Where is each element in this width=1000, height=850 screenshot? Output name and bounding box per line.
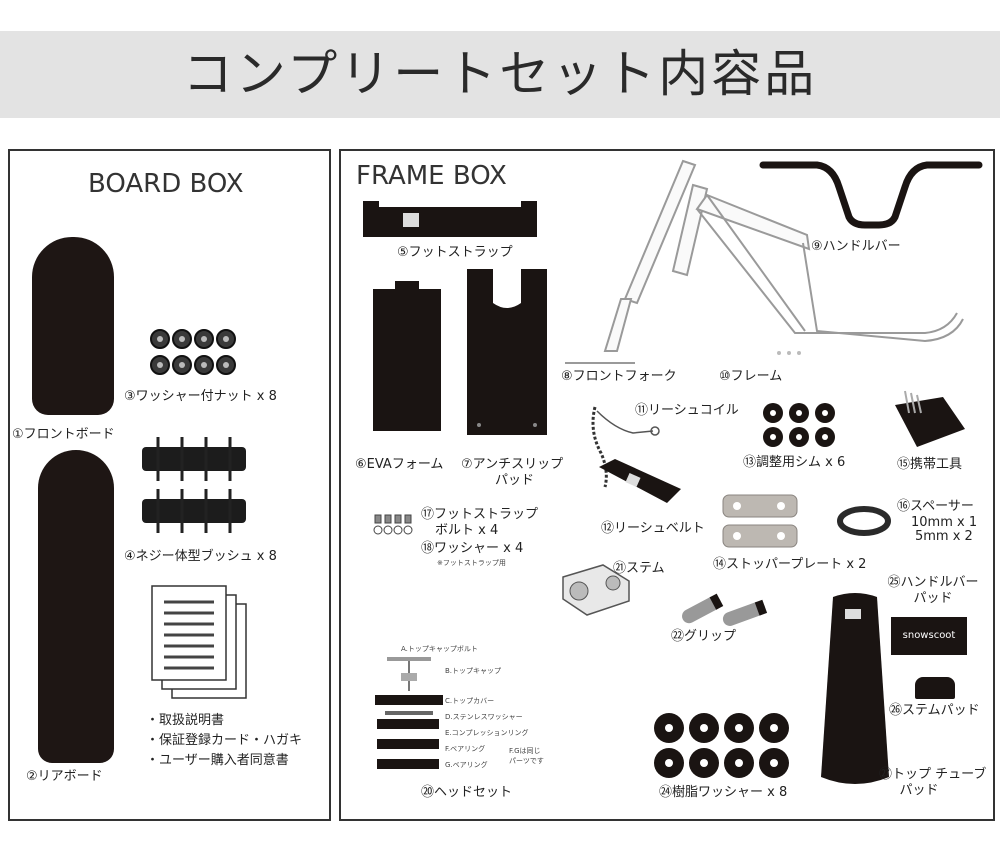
washer-nut-image: [150, 329, 236, 375]
headset-part-a: A.トップキャップボルト: [401, 645, 478, 653]
top-tube-pad-label-1: ㉗トップ チューブ: [879, 767, 987, 782]
front-fork-label: ⑧フロントフォーク: [561, 369, 677, 384]
portable-tool-label: ⑮携帯工具: [897, 457, 963, 472]
consent-label: ・ユーザー購入者同意書: [146, 753, 289, 768]
headset-label: ⑳ヘッドセット: [421, 785, 513, 800]
screw-bush-label: ④ネジー体型ブッシュ x 8: [124, 549, 277, 564]
leash-belt-label: ⑫リーシュベルト: [601, 521, 705, 536]
handlebar-label: ⑨ハンドルバー: [811, 239, 901, 254]
washer-label: ⑱ワッシャー x 4: [421, 541, 524, 556]
spacer-label: ⑯スペーサー: [897, 499, 974, 514]
anti-slip-pad-image: [467, 269, 547, 435]
headset-fg-note-2: パーツです: [509, 757, 544, 765]
stopper-plate-label: ⑭ストッパープレート x 2: [713, 557, 867, 572]
strap-bolt-label-1: ⑰フットストラップ: [421, 507, 539, 522]
strap-bolt-label-2: ボルト x 4: [435, 523, 499, 538]
shim-label: ⑬調整用シム x 6: [743, 455, 846, 470]
leash-coil-label: ⑪リーシュコイル: [635, 403, 739, 418]
resin-washer-image: [654, 713, 789, 778]
manual-label: ・取扱説明書: [146, 713, 225, 728]
rear-board-label: ②リアボード: [26, 769, 103, 784]
grip-label: ㉒グリップ: [671, 629, 737, 644]
anti-slip-pad-label-2: パッド: [495, 473, 535, 488]
page-title: コンプリートセット内容品: [182, 45, 818, 103]
stopper-plate-image: [722, 494, 798, 548]
top-tube-pad-image: [821, 593, 889, 784]
eva-foam-image: [373, 281, 441, 431]
leash-coil-image: [591, 406, 660, 488]
stem-pad-label: ㉖ステムパッド: [889, 703, 980, 718]
frame-box-title: FRAME BOX: [356, 161, 507, 191]
front-board-label: ①フロントボード: [12, 427, 115, 442]
pad-brand-text: snowscoot: [902, 630, 956, 641]
headset-part-b: B.トップキャップ: [445, 667, 502, 675]
stem-pad-image: [915, 677, 955, 699]
grip-image: [682, 593, 768, 626]
board-box-title: BOARD BOX: [88, 169, 244, 199]
warranty-label: ・保証登録カード・ハガキ: [146, 733, 303, 748]
washer-nut-label: ③ワッシャー付ナット x 8: [124, 389, 277, 404]
leash-belt-image: [599, 459, 681, 503]
eva-foam-label: ⑥EVAフォーム: [355, 457, 444, 472]
shim-image: [763, 403, 835, 447]
headset-part-e: E.コンプレッションリング: [445, 729, 529, 737]
handlebar-pad-label-2: パッド: [913, 591, 953, 606]
headset-part-c: C.トップカバー: [445, 697, 495, 705]
headset-part-g: G.ベアリング: [445, 761, 488, 769]
headset-part-f: F.ベアリング: [445, 745, 486, 753]
screw-bush-image: [142, 437, 246, 533]
rear-board-image: [38, 450, 114, 763]
handlebar-pad-label-1: ㉕ハンドルバー: [887, 575, 979, 590]
foot-strap-image: [363, 201, 537, 237]
documents-image: [151, 585, 247, 699]
spacer-5mm-label: 5mm x 2: [915, 529, 973, 544]
board-box-panel: BOARD BOX ①フロントボード ②リアボード ③ワッシャー付ナット x 8…: [8, 149, 331, 821]
header-banner: コンプリートセット内容品: [0, 31, 1000, 118]
stem-image: [562, 564, 630, 616]
top-tube-pad-label-2: パッド: [899, 783, 939, 798]
frame-label: ⑩フレーム: [719, 369, 783, 384]
frame-and-fork-image: [565, 159, 964, 364]
spacer-image: [837, 506, 891, 536]
headset-image: [375, 657, 443, 769]
anti-slip-pad-label-1: ⑦アンチスリップ: [461, 457, 564, 472]
spacer-10mm-label: 10mm x 1: [911, 515, 978, 530]
stem-label: ㉑ステム: [613, 561, 665, 576]
resin-washer-label: ㉔樹脂ワッシャー x 8: [659, 785, 788, 800]
washer-note: ※フットストラップ用: [437, 559, 506, 567]
headset-fg-note-1: F.Gは同じ: [509, 747, 541, 755]
handlebar-pad-image: snowscoot: [891, 617, 967, 655]
frame-box-panel: FRAME BOX ⑤フットストラップ ⑥EVAフォーム ⑦アンチスリップ パッ…: [339, 149, 995, 821]
front-board-image: [32, 237, 114, 415]
portable-tool-image: [895, 390, 965, 447]
handlebar-image: [759, 161, 983, 229]
foot-strap-label: ⑤フットストラップ: [397, 245, 513, 260]
strap-bolt-image: [373, 514, 413, 535]
headset-part-d: D.ステンレスワッシャー: [445, 713, 523, 721]
